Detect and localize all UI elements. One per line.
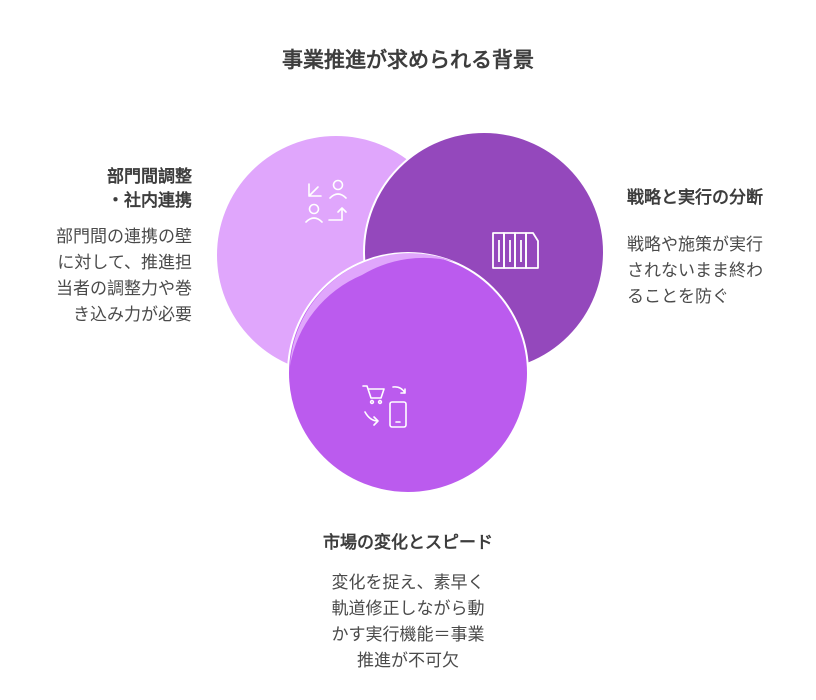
label-dept: 部門間調整 ・社内連携 部門間の連携の壁 に対して、推進担 当者の調整力や巻 き… xyxy=(20,165,192,328)
title-line: ・社内連携 xyxy=(107,191,192,211)
desc-line: 軌道修正しながら動 xyxy=(331,599,485,619)
desc-line: き込み力が必要 xyxy=(73,305,192,325)
label-strategy-title: 戦略と実行の分断 xyxy=(627,186,802,210)
title-line: 市場の変化とスピード xyxy=(323,533,493,553)
label-dept-title: 部門間調整 ・社内連携 xyxy=(20,165,192,213)
label-strategy: 戦略と実行の分断 戦略や施策が実行 されないまま終わ ることを防ぐ xyxy=(627,186,802,310)
desc-line: 部門間の連携の壁 xyxy=(56,227,192,247)
label-strategy-desc: 戦略や施策が実行 されないまま終わ ることを防ぐ xyxy=(627,232,802,310)
desc-line: 戦略や施策が実行 xyxy=(627,235,763,255)
user-exchange-icon xyxy=(305,179,347,223)
desc-line: されないまま終わ xyxy=(627,261,763,281)
label-dept-desc: 部門間の連携の壁 に対して、推進担 当者の調整力や巻 き込み力が必要 xyxy=(20,224,192,328)
desc-line: かす実行機能＝事業 xyxy=(331,625,485,645)
circle-market xyxy=(287,252,529,494)
desc-line: 当者の調整力や巻 xyxy=(56,279,192,299)
desc-line: 推進が不可欠 xyxy=(357,651,459,671)
label-market-title: 市場の変化とスピード xyxy=(258,531,558,555)
label-market-desc: 変化を捉え、素早く 軌道修正しながら動 かす実行機能＝事業 推進が不可欠 xyxy=(258,570,558,674)
page-title: 事業推進が求められる背景 xyxy=(282,48,534,72)
desc-line: ることを防ぐ xyxy=(627,287,729,307)
title-line: 戦略と実行の分断 xyxy=(627,188,763,208)
columns-icon xyxy=(492,232,539,269)
cart-phone-sync-icon xyxy=(362,385,407,428)
title-line: 部門間調整 xyxy=(107,167,192,187)
desc-line: に対して、推進担 xyxy=(57,253,192,273)
label-market: 市場の変化とスピード 変化を捉え、素早く 軌道修正しながら動 かす実行機能＝事業… xyxy=(258,531,558,674)
desc-line: 変化を捉え、素早く xyxy=(331,573,485,593)
